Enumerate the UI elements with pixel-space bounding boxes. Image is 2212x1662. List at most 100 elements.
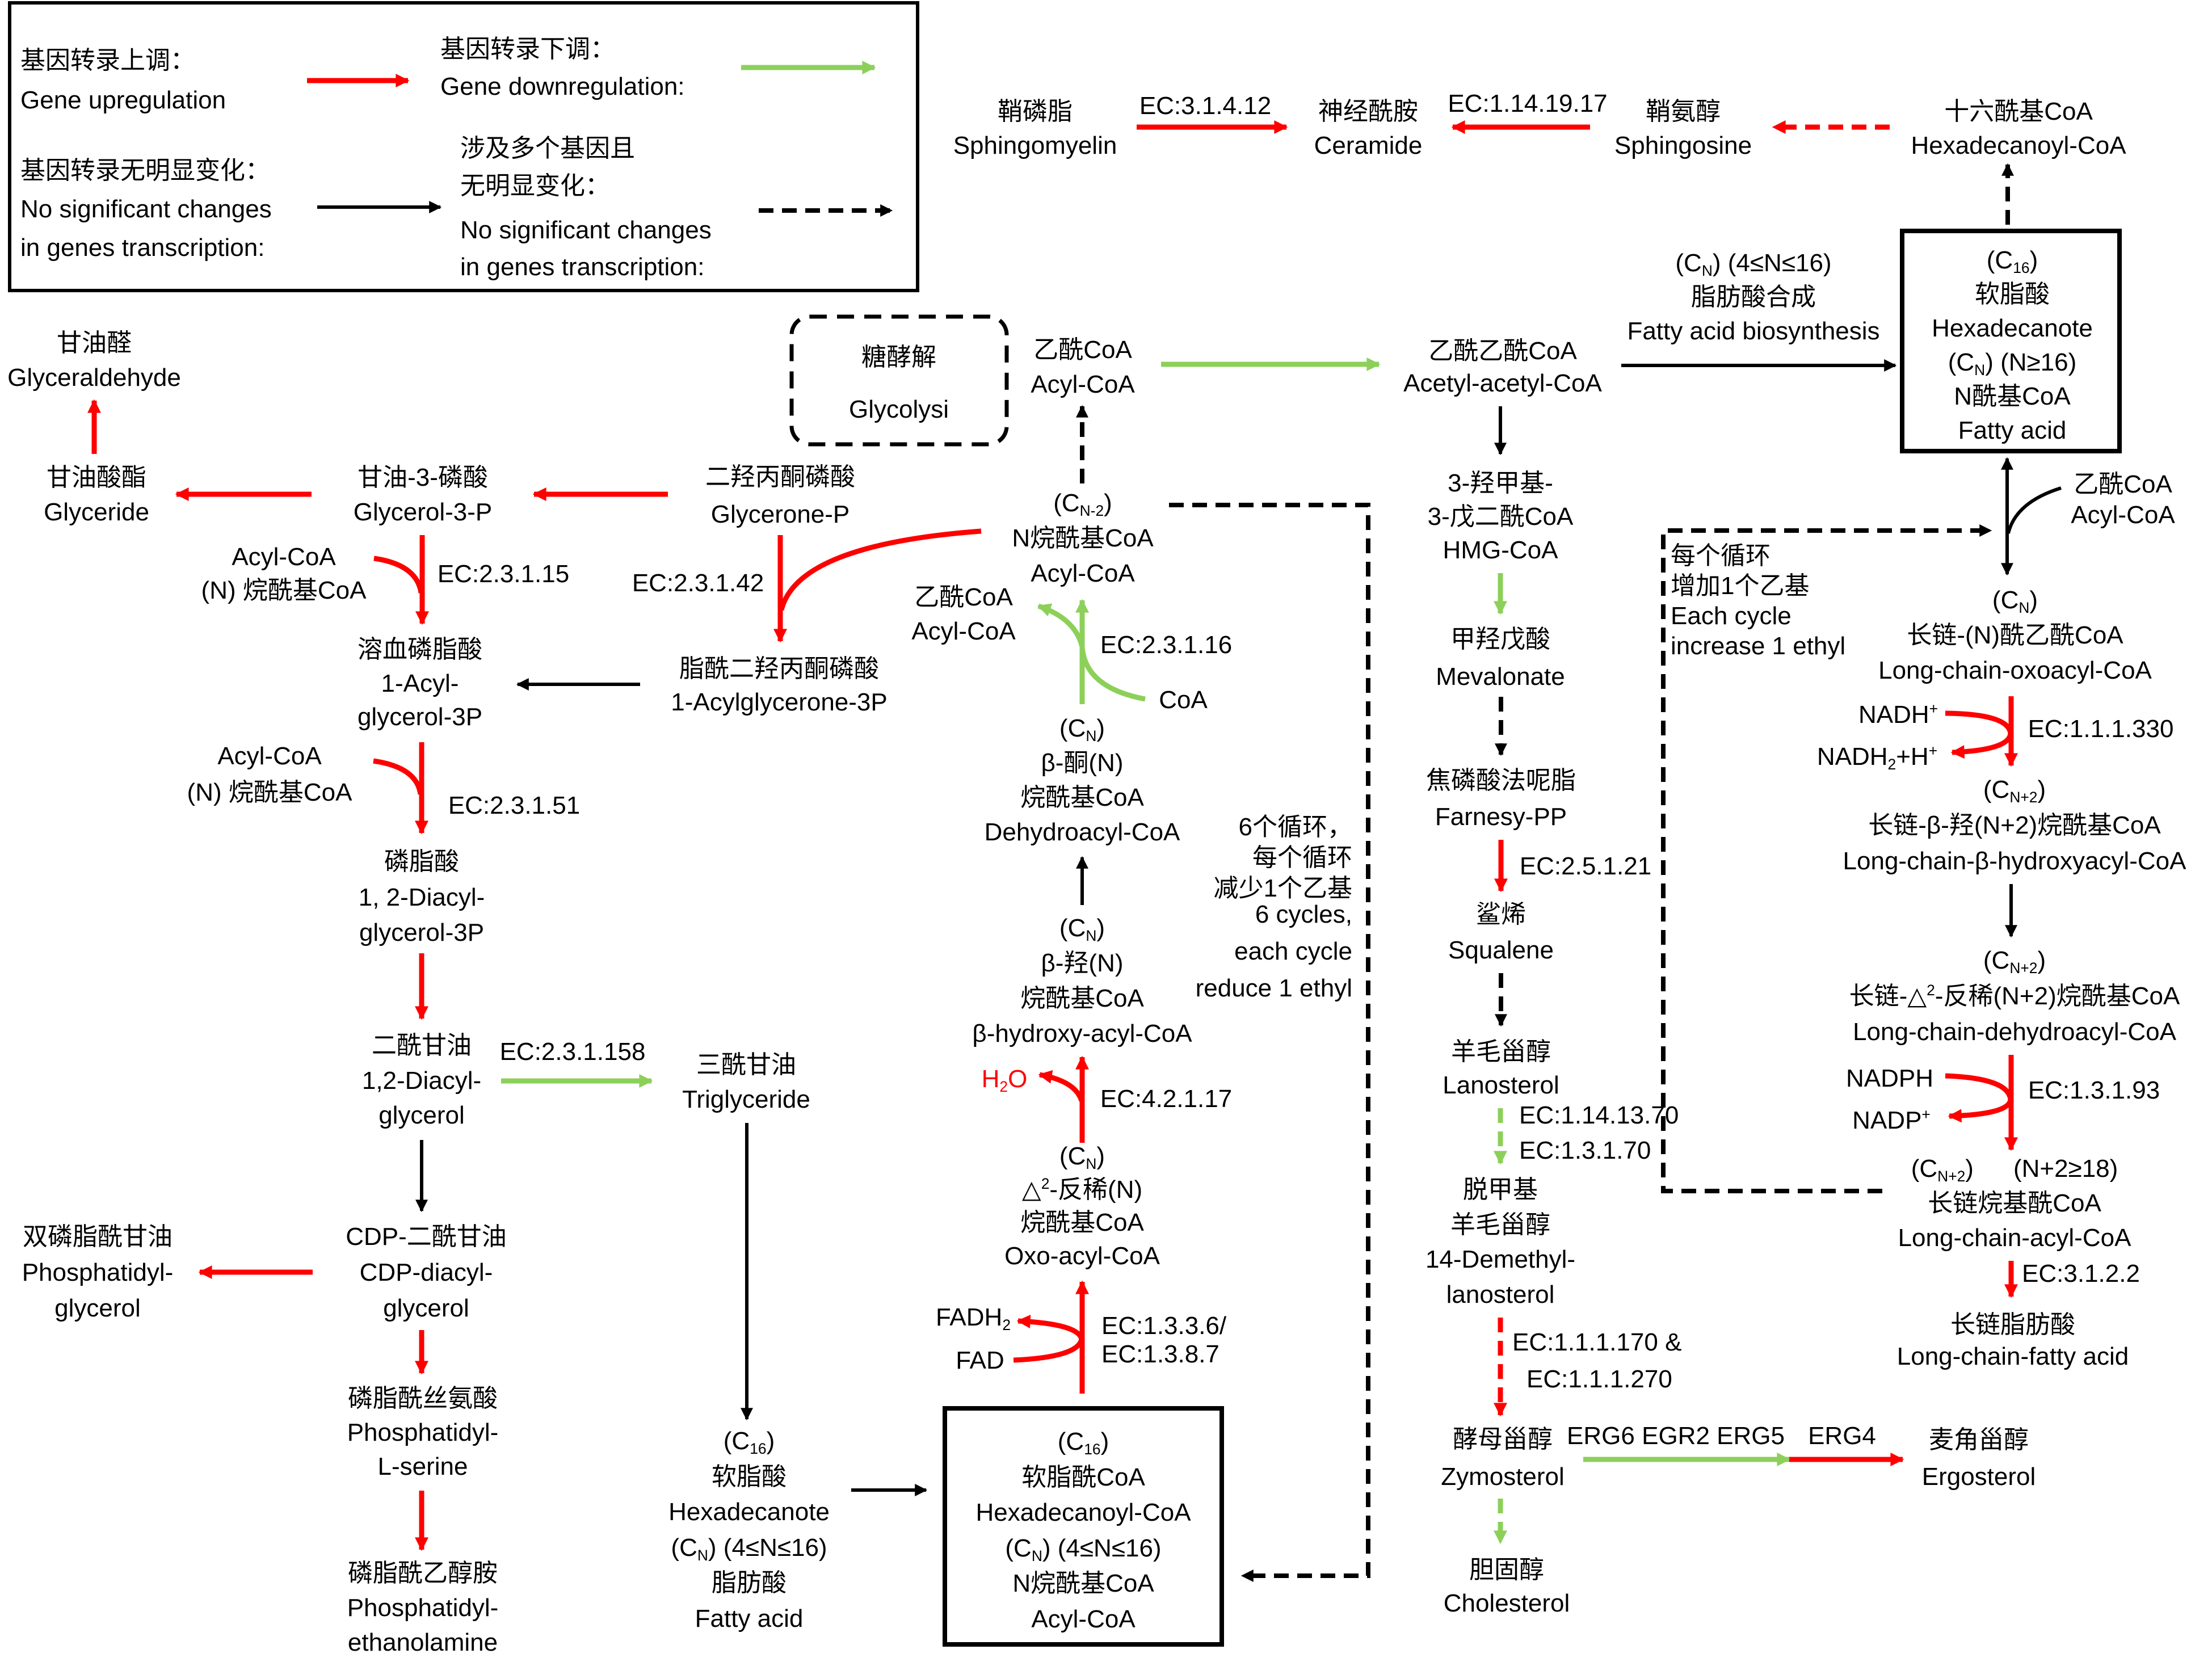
node-fatty-acid-box: (C16) 软脂酸 Hexadecanote (CN) (N≥16) N酰基Co… xyxy=(1932,243,2093,448)
node-acyl-coa-cn2: (CN-2) N烷酰基CoA Acyl-CoA xyxy=(1012,486,1153,591)
arc-acetyl-coa-in-right xyxy=(2007,486,2062,534)
label-en: Oxo-acyl-CoA xyxy=(1004,1242,1160,1270)
node-oxoacyl-coa: (CN) △2-反稀(N) 烷酰基CoA Oxo-acyl-CoA xyxy=(1004,1140,1160,1273)
legend-label-en: Gene upregulation xyxy=(20,86,226,114)
enzyme-label: EC:2.3.1.51 xyxy=(448,792,581,819)
label-en: Ceramide xyxy=(1314,132,1423,159)
legend-label-en: No significant changes xyxy=(460,216,712,244)
label-zh: 神经酰胺 xyxy=(1318,98,1418,125)
node-triglyceride: 三酰甘油 Triglyceride xyxy=(682,1047,810,1117)
node-mevalonate: 甲羟戊酸 Mevalonate xyxy=(1436,621,1565,696)
label-zh: 烷酰基CoA xyxy=(1020,984,1144,1012)
node-zymosterol: 酵母甾醇 Zymosterol xyxy=(1441,1421,1565,1496)
enzyme-label: EC:1.1.1.170 & xyxy=(1512,1328,1682,1356)
node-long-chain-dehydroacyl-coa: (CN+2) 长链-△2-反稀(N+2)烷酰基CoA Long-chain-de… xyxy=(1849,942,2180,1050)
label-zh: 磷脂酸 xyxy=(384,848,459,876)
label-en: 1-Acyl- xyxy=(381,669,459,697)
node-glycerone-p: 二羟丙酮磷酸 Glycerone-P xyxy=(705,458,855,533)
chain-length: (CN) xyxy=(1059,714,1105,744)
label-zh: CDP-二酰甘油 xyxy=(346,1223,507,1251)
arc-nadph-cofactor xyxy=(1945,1073,2013,1123)
label-zh: 长链-(N)酰乙酰CoA xyxy=(1907,621,2123,649)
chain-length: (CN) xyxy=(1992,586,2038,616)
node-ceramide: 神经酰胺 Ceramide xyxy=(1314,95,1423,163)
node-dehydroacyl-coa: (CN) β-酮(N) 烷酰基CoA Dehydroacyl-CoA xyxy=(985,711,1180,849)
enzyme-label: EC:1.1.1.330 xyxy=(2028,715,2174,743)
label-en: Long-chain-oxoacyl-CoA xyxy=(1878,657,2152,684)
label-zh: 磷脂酰丝氨酸 xyxy=(347,1385,498,1412)
label-zh: 胆固醇 xyxy=(1469,1556,1544,1584)
enzyme-label: EC:4.2.1.17 xyxy=(1100,1085,1233,1113)
chain-length: (CN) (4≤N≤16) xyxy=(671,1533,827,1564)
label-zh: 糖酵解 xyxy=(861,343,936,371)
label-zh: 羊毛甾醇 xyxy=(1450,1210,1550,1239)
label-zh: 双磷脂酰甘油 xyxy=(22,1223,173,1251)
note-beta-oxidation-cycles-zh: 6个循环， 每个循环 减少1个乙基 xyxy=(1214,812,1352,904)
label-zh: 长链-△2-反稀(N+2)烷酰基CoA xyxy=(1849,982,2180,1010)
node-hexadecanoyl-coa: 十六酰基CoA Hexadecanoyl-CoA xyxy=(1911,95,2126,163)
enzyme-label: EC:1.1.1.270 xyxy=(1526,1365,1672,1393)
arc-acyl-coa-in-1 xyxy=(373,556,424,594)
label-en: Long-chain-fatty acid xyxy=(1896,1343,2129,1370)
legend-downregulation: 基因转录下调： Gene downregulation: xyxy=(440,31,685,106)
legend-label-en: in genes transcription: xyxy=(460,253,705,281)
legend-label-en: in genes transcription: xyxy=(20,234,265,262)
cofactor-nadh-plus: NADH+ xyxy=(1858,700,1938,729)
label-en: Hexadecanoyl-CoA xyxy=(975,1499,1191,1526)
enzyme-label: EC:3.1.2.2 xyxy=(2022,1260,2140,1287)
label-en: 1, 2-Diacyl- xyxy=(358,883,485,911)
label-en: Dehydroacyl-CoA xyxy=(984,818,1180,846)
label-zh: 乙酰CoA xyxy=(1033,336,1132,364)
legend-label-zh: 基因转录无明显变化： xyxy=(20,157,270,184)
label-en: lanosterol xyxy=(1446,1280,1555,1308)
note-elongation-cycles: 每个循环 增加1个乙基 Each cycle increase 1 ethyl xyxy=(1671,541,1845,661)
node-sphingomyelin: 鞘磷脂 Sphingomyelin xyxy=(953,95,1117,163)
legend-box xyxy=(8,1,919,292)
cofactor-nadp-plus: NADP+ xyxy=(1852,1106,1931,1134)
note-fatty-acid-biosynthesis: (CN) (4≤N≤16) 脂肪酸合成 Fatty acid biosynthe… xyxy=(1627,246,1879,348)
node-phosphatidylethanolamine: 磷脂酰乙醇胺 Phosphatidyl- ethanolamine xyxy=(347,1556,499,1660)
label-en: 14-Demethyl- xyxy=(1425,1246,1576,1273)
label-zh: 麦角甾醇 xyxy=(1928,1426,2029,1454)
cofactor-fadh2: FADH2 xyxy=(935,1303,1011,1333)
label-en: β-hydroxy-acyl-CoA xyxy=(972,1020,1192,1047)
node-glyceraldehyde: 甘油醛 Glyceraldehyde xyxy=(7,326,181,395)
label-zh: 甘油酸酯 xyxy=(47,464,146,491)
enzyme-label: EC:2.3.1.42 xyxy=(632,569,764,597)
label-en: Fatty acid xyxy=(695,1604,804,1632)
label-zh: 烷酰基CoA xyxy=(1020,1209,1144,1236)
label-zh: (N) 烷酰基CoA xyxy=(187,779,352,806)
note-line: each cycle xyxy=(1234,937,1352,965)
gene-label-erg4: ERG4 xyxy=(1808,1422,1876,1450)
label-zh: 软脂酰CoA xyxy=(1021,1463,1145,1491)
chain-length: (C16) xyxy=(1057,1428,1109,1458)
chain-length: (CN) (4≤N≤16) xyxy=(1005,1534,1162,1564)
label-zh: 酵母甾醇 xyxy=(1453,1425,1553,1453)
label-zh: 长链烷基酰CoA xyxy=(1928,1189,2101,1217)
legend-label-zh: 基因转录上调： xyxy=(20,47,195,74)
label-en: Long-chain-β-hydroxyacyl-CoA xyxy=(1843,847,2186,875)
arrow-acyl-coa-cn2-loop xyxy=(1169,503,1370,1582)
legend-multi-gene-en: No significant changes in genes transcri… xyxy=(460,212,712,285)
legend-label-en: No significant changes xyxy=(20,195,272,223)
node-acetyl-acetyl-coa: 乙酰乙酰CoA Acetyl-acetyl-CoA xyxy=(1403,335,1602,399)
label-en: Acyl-CoA xyxy=(1031,1605,1136,1633)
label-en: Acyl-CoA xyxy=(232,543,336,571)
label-en: Long-chain-dehydroacyl-CoA xyxy=(1853,1018,2176,1046)
label-zh: 十六酰基CoA xyxy=(1944,98,2093,125)
label-en: L-serine xyxy=(377,1453,468,1480)
label-en: Fatty acid xyxy=(1958,416,2067,444)
note-line: 减少1个乙基 xyxy=(1213,874,1352,902)
enzyme-label: EC:3.1.4.12 xyxy=(1139,92,1272,120)
label-zh: 三酰甘油 xyxy=(696,1051,796,1079)
legend-upregulation: 基因转录上调： Gene upregulation xyxy=(20,41,226,120)
label-zh: 软脂酸 xyxy=(711,1462,787,1491)
enzyme-label: EC:1.3.8.7 xyxy=(1101,1340,1219,1368)
arc-fad-cofactor xyxy=(1013,1315,1084,1363)
node-glycerol-3-p: 甘油-3-磷酸 Glycerol-3-P xyxy=(354,460,493,529)
label-en: Glycerone-P xyxy=(710,500,850,528)
label-en: glycerol xyxy=(54,1294,141,1322)
label-en: Phosphatidyl- xyxy=(347,1419,499,1446)
node-acyl-coa-top: 乙酰CoA Acyl-CoA xyxy=(1031,333,1134,402)
label-zh: 甲羟戊酸 xyxy=(1450,625,1550,653)
